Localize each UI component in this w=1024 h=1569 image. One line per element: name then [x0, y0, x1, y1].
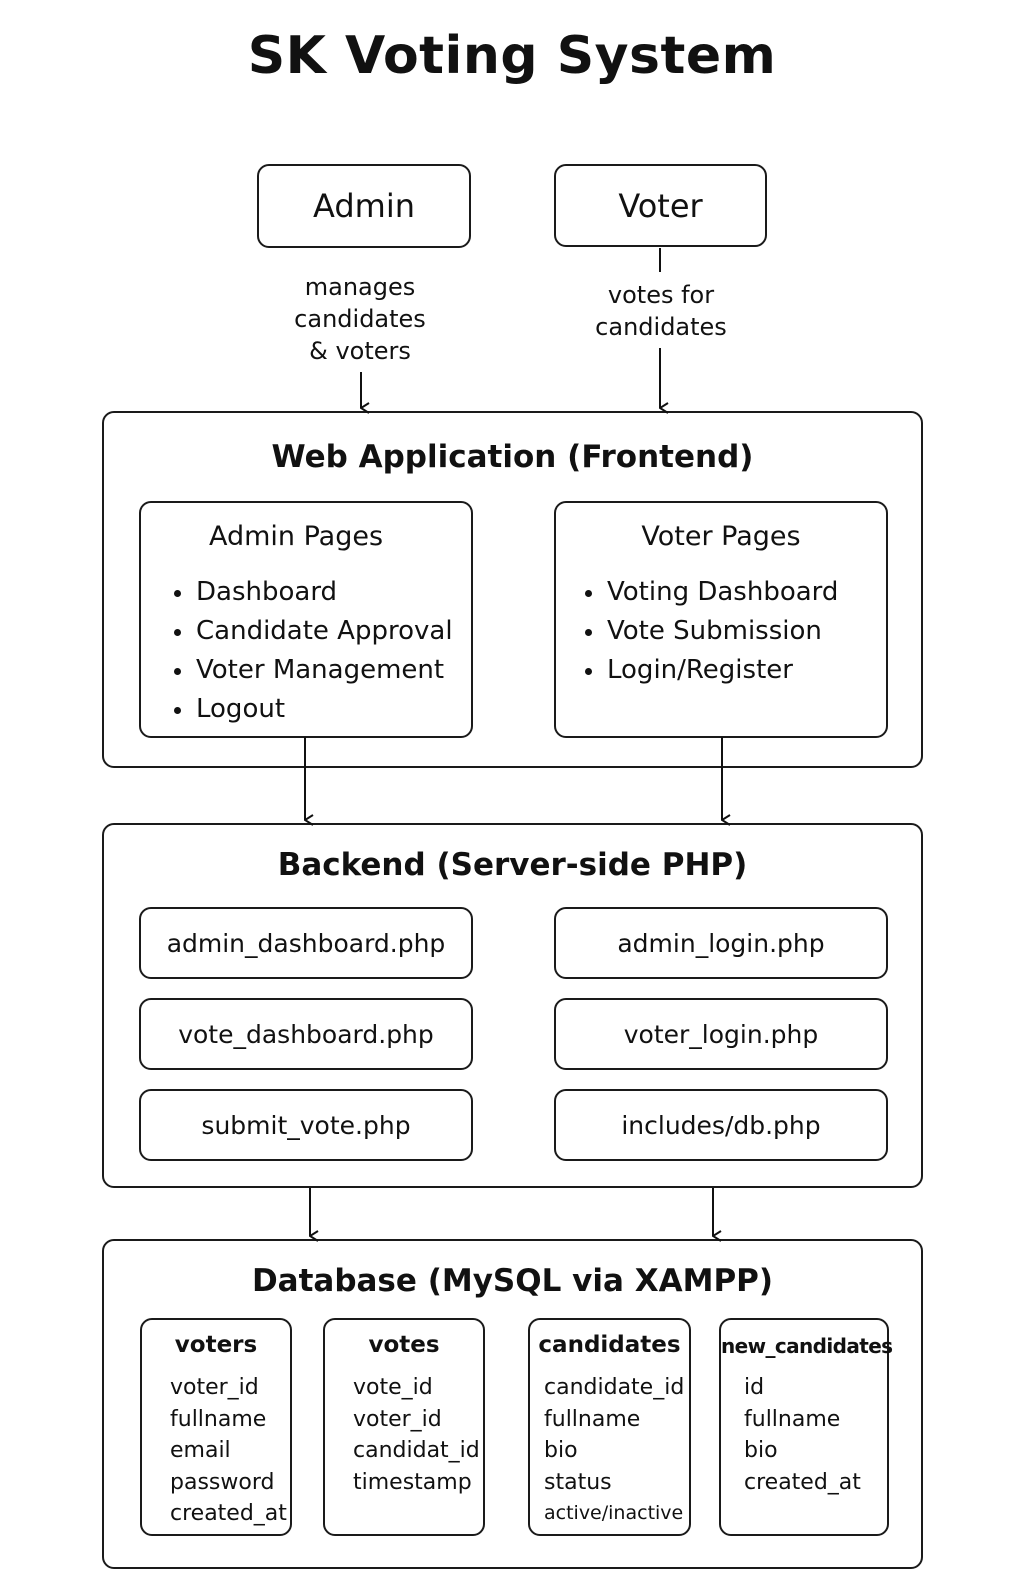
backend-file: admin_login.php — [554, 907, 888, 979]
table-fields: voter_id fullname email password created… — [170, 1372, 287, 1530]
table-field: fullname — [170, 1406, 267, 1432]
backend-file: vote_dashboard.php — [139, 998, 473, 1070]
table-name: new_candidates — [721, 1334, 893, 1358]
database-section: Database (MySQL via XAMPP) voters voter_… — [102, 1239, 923, 1569]
list-item: Candidate Approval — [174, 612, 453, 651]
table-field: candidat_id — [353, 1438, 480, 1463]
admin-edge-label: manages candidates & voters — [260, 271, 460, 367]
voter-pages-list: Voting Dashboard Vote Submission Login/R… — [585, 573, 838, 690]
admin-actor-label: Admin — [313, 187, 415, 225]
diagram-title: SK Voting System — [247, 26, 777, 86]
table-field: timestamp — [353, 1469, 472, 1495]
table-field: id — [744, 1375, 765, 1400]
db-table-voters: voters voter_id fullname email password … — [140, 1318, 292, 1536]
db-table-votes: votes vote_id voter_id candidat_id times… — [323, 1318, 485, 1536]
table-field: password — [170, 1469, 275, 1495]
admin-pages-box: Admin Pages Dashboard Candidate Approval… — [139, 501, 473, 738]
table-field: email — [170, 1438, 231, 1463]
table-field: voter_id — [170, 1375, 259, 1400]
voter-pages-title: Voter Pages — [641, 521, 801, 552]
table-name: votes — [368, 1332, 440, 1358]
backend-file: includes/db.php — [554, 1089, 888, 1161]
backend-file-label: admin_login.php — [617, 928, 825, 958]
admin-edge-label-line: candidates — [294, 305, 426, 333]
db-table-candidates: candidates candidate_id fullname bio sta… — [528, 1318, 691, 1536]
table-field: created_at — [744, 1469, 861, 1495]
voter-edge-label: votes for candidates — [561, 279, 761, 343]
voter-actor: Voter — [554, 164, 767, 247]
backend-file-label: submit_vote.php — [201, 1110, 411, 1140]
backend-section: Backend (Server-side PHP) admin_dashboar… — [102, 823, 923, 1188]
table-field: fullname — [744, 1406, 841, 1432]
table-fields: candidate_id fullname bio status active/… — [544, 1372, 684, 1530]
backend-file: admin_dashboard.php — [139, 907, 473, 979]
admin-edge-label-line: & voters — [309, 337, 411, 365]
admin-actor: Admin — [257, 164, 471, 248]
list-item: Voting Dashboard — [585, 573, 838, 612]
table-field: bio — [544, 1438, 578, 1463]
table-field: bio — [744, 1438, 778, 1463]
table-field: candidate_id — [544, 1375, 685, 1400]
list-item: Dashboard — [174, 573, 453, 612]
table-field: vote_id — [353, 1375, 433, 1400]
table-field: created_at — [170, 1501, 287, 1526]
admin-pages-title: Admin Pages — [208, 521, 384, 552]
table-field: active/inactive — [544, 1502, 684, 1524]
database-title: Database (MySQL via XAMPP) — [251, 1263, 774, 1299]
frontend-title: Web Application (Frontend) — [271, 439, 754, 475]
voter-edge-label-line: candidates — [595, 313, 727, 341]
table-name: voters — [174, 1332, 258, 1358]
table-fields: vote_id voter_id candidat_id timestamp — [353, 1372, 480, 1498]
table-name: candidates — [538, 1332, 681, 1358]
backend-title: Backend (Server-side PHP) — [277, 847, 748, 883]
voter-actor-label: Voter — [618, 186, 703, 225]
list-item: Logout — [174, 690, 453, 729]
backend-file: submit_vote.php — [139, 1089, 473, 1161]
frontend-section: Web Application (Frontend) Admin Pages D… — [102, 411, 923, 768]
table-field: voter_id — [353, 1406, 442, 1432]
backend-file-label: vote_dashboard.php — [178, 1019, 434, 1049]
backend-file-label: voter_login.php — [623, 1019, 819, 1049]
list-item: Voter Management — [174, 651, 453, 690]
table-fields: id fullname bio created_at — [744, 1372, 861, 1498]
admin-edge-label-line: manages — [304, 273, 416, 301]
backend-file-label: admin_dashboard.php — [166, 928, 446, 958]
table-field: status — [544, 1469, 612, 1495]
list-item: Login/Register — [585, 651, 838, 690]
admin-pages-list: Dashboard Candidate Approval Voter Manag… — [174, 573, 453, 729]
table-field: fullname — [544, 1406, 641, 1432]
db-table-new-candidates: new_candidates id fullname bio created_a… — [719, 1318, 893, 1536]
backend-file-label: includes/db.php — [621, 1110, 821, 1140]
backend-file: voter_login.php — [554, 998, 888, 1070]
voter-edge-label-line: votes for — [607, 281, 715, 309]
voter-pages-box: Voter Pages Voting Dashboard Vote Submis… — [554, 501, 888, 738]
list-item: Vote Submission — [585, 612, 838, 651]
